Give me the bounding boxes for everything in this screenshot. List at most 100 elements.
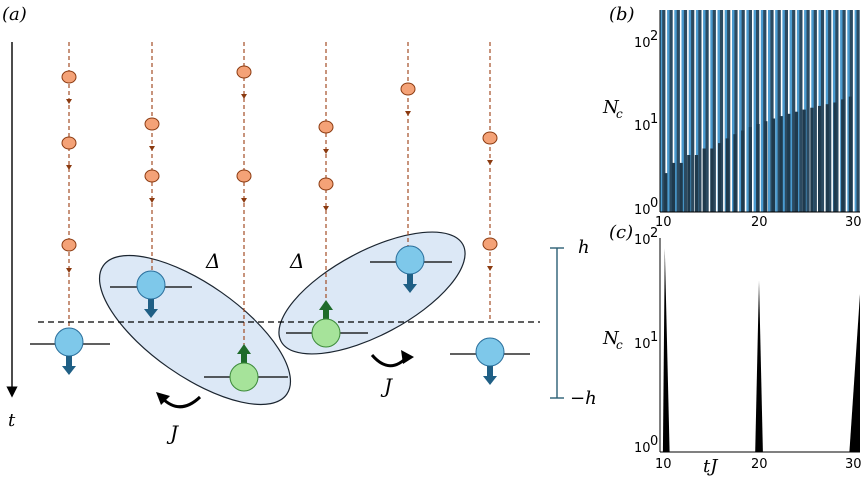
measurement-dot	[144, 117, 160, 131]
spin-down-icon	[136, 270, 166, 318]
chart-bar-series-1	[691, 10, 695, 212]
chart-bar-series-1	[763, 10, 767, 212]
chart-bar-series-2	[764, 121, 768, 212]
exchange-arrowhead	[156, 392, 170, 405]
chart-bar-series-0	[703, 10, 707, 212]
chart-bar-series-2	[741, 130, 745, 212]
chart-bar-series-0	[746, 10, 750, 212]
field-top-label: h	[578, 237, 590, 258]
chart-bar-series-1	[784, 10, 788, 212]
measurement-dot	[482, 237, 498, 251]
panel-b-label: (b)	[609, 4, 635, 25]
chart-bar-series-0	[717, 10, 721, 212]
chart-bar-series-0	[659, 10, 663, 212]
chart-bar-series-0	[796, 10, 801, 212]
chart-bar-series-0	[681, 10, 685, 212]
chart-bar-series-1	[756, 10, 760, 212]
measurement-arrowheads	[66, 94, 493, 273]
svg-text:10: 10	[634, 203, 651, 218]
field-range-bar	[550, 247, 564, 399]
panel-a-label: (a)	[2, 4, 27, 25]
spin-down-icon	[54, 327, 84, 375]
spin-down-group	[54, 245, 505, 385]
measurement-dot	[61, 238, 77, 252]
svg-text:10: 10	[634, 337, 651, 352]
measurement-dot	[61, 70, 77, 84]
field-bottom-label: −h	[570, 388, 597, 409]
chart-peak	[662, 248, 670, 452]
exchange-arrowhead	[401, 350, 414, 364]
chart-bar-series-2	[664, 173, 668, 212]
chart-bar-series-1	[856, 10, 860, 212]
chart-bar-series-0	[695, 10, 700, 212]
chart-bar-series-1	[806, 10, 810, 212]
spin-down-icon	[475, 337, 505, 385]
chart-bar-series-1	[820, 10, 825, 212]
spin-up-icon	[229, 344, 259, 392]
spin-up-icon	[311, 300, 341, 348]
chart-bar-series-2	[787, 113, 791, 212]
measurement-dot	[482, 131, 498, 145]
svg-text:10: 10	[655, 457, 672, 472]
chart-bar-series-0	[782, 10, 786, 212]
chart-bar-series-1	[719, 10, 724, 212]
measurement-dot	[144, 169, 160, 183]
svg-text:1: 1	[650, 112, 658, 127]
chart-bar-series-1	[712, 10, 716, 212]
svg-text:c: c	[616, 107, 623, 121]
chart-bar-series-2	[794, 111, 799, 212]
svg-text:2: 2	[650, 226, 658, 241]
chart-bar-series-0	[710, 10, 714, 212]
panel-c-plot	[659, 238, 860, 453]
chart-bar-series-2	[833, 102, 837, 212]
measurement-dot	[236, 65, 252, 79]
exchange-arrow-left	[160, 395, 202, 409]
chart-bar-series-0	[753, 10, 757, 212]
chart-bar-series-0	[667, 10, 671, 212]
chart-bar-series-2	[725, 138, 729, 212]
panel-a: (a) t	[2, 4, 597, 445]
spin-up-group	[229, 300, 341, 392]
svg-text:10: 10	[634, 36, 651, 51]
chart-bar-series-1	[741, 10, 745, 212]
chart-bar-series-1	[662, 10, 666, 212]
chart-bar-series-2	[702, 148, 706, 212]
chart-bar-series-1	[799, 10, 803, 212]
chart-bar-series-1	[698, 10, 702, 212]
chart-bar-series-1	[777, 10, 781, 212]
svg-text:10: 10	[634, 441, 651, 456]
chart-bar-series-1	[792, 10, 796, 212]
world-lines	[68, 42, 491, 350]
panel-b-ylabel: N c	[602, 97, 623, 121]
chart-bar-series-1	[734, 10, 738, 212]
chart-bar-series-2	[710, 148, 714, 212]
pair-ellipse-right	[278, 231, 466, 355]
panel-b-xticks: 10 20 30	[655, 215, 862, 230]
svg-text:30: 30	[845, 215, 862, 230]
chart-bar-series-2	[694, 155, 699, 212]
chart-peak	[849, 293, 860, 452]
chart-bar-series-0	[739, 10, 743, 212]
coupling-label-left: J	[166, 421, 179, 445]
chart-bar-series-1	[727, 10, 731, 212]
svg-text:20: 20	[751, 215, 768, 230]
chart-bar-series-2	[841, 99, 845, 212]
panel-c-label: (c)	[609, 222, 633, 243]
time-label: t	[8, 410, 16, 431]
coupling-label-right: J	[380, 374, 393, 398]
chart-bar-series-2	[671, 162, 676, 212]
svg-text:c: c	[616, 338, 623, 352]
chart-bar-series-0	[854, 10, 858, 212]
chart-bar-series-2	[779, 116, 783, 212]
svg-text:N: N	[602, 328, 620, 349]
svg-text:20: 20	[751, 457, 768, 472]
chart-bar-series-2	[810, 107, 814, 212]
chart-bar-series-0	[775, 10, 779, 212]
chart-bar-series-0	[789, 10, 793, 212]
svg-text:0: 0	[650, 434, 658, 449]
delta-label-right: Δ	[289, 249, 304, 273]
chart-bar-series-1	[813, 10, 817, 212]
